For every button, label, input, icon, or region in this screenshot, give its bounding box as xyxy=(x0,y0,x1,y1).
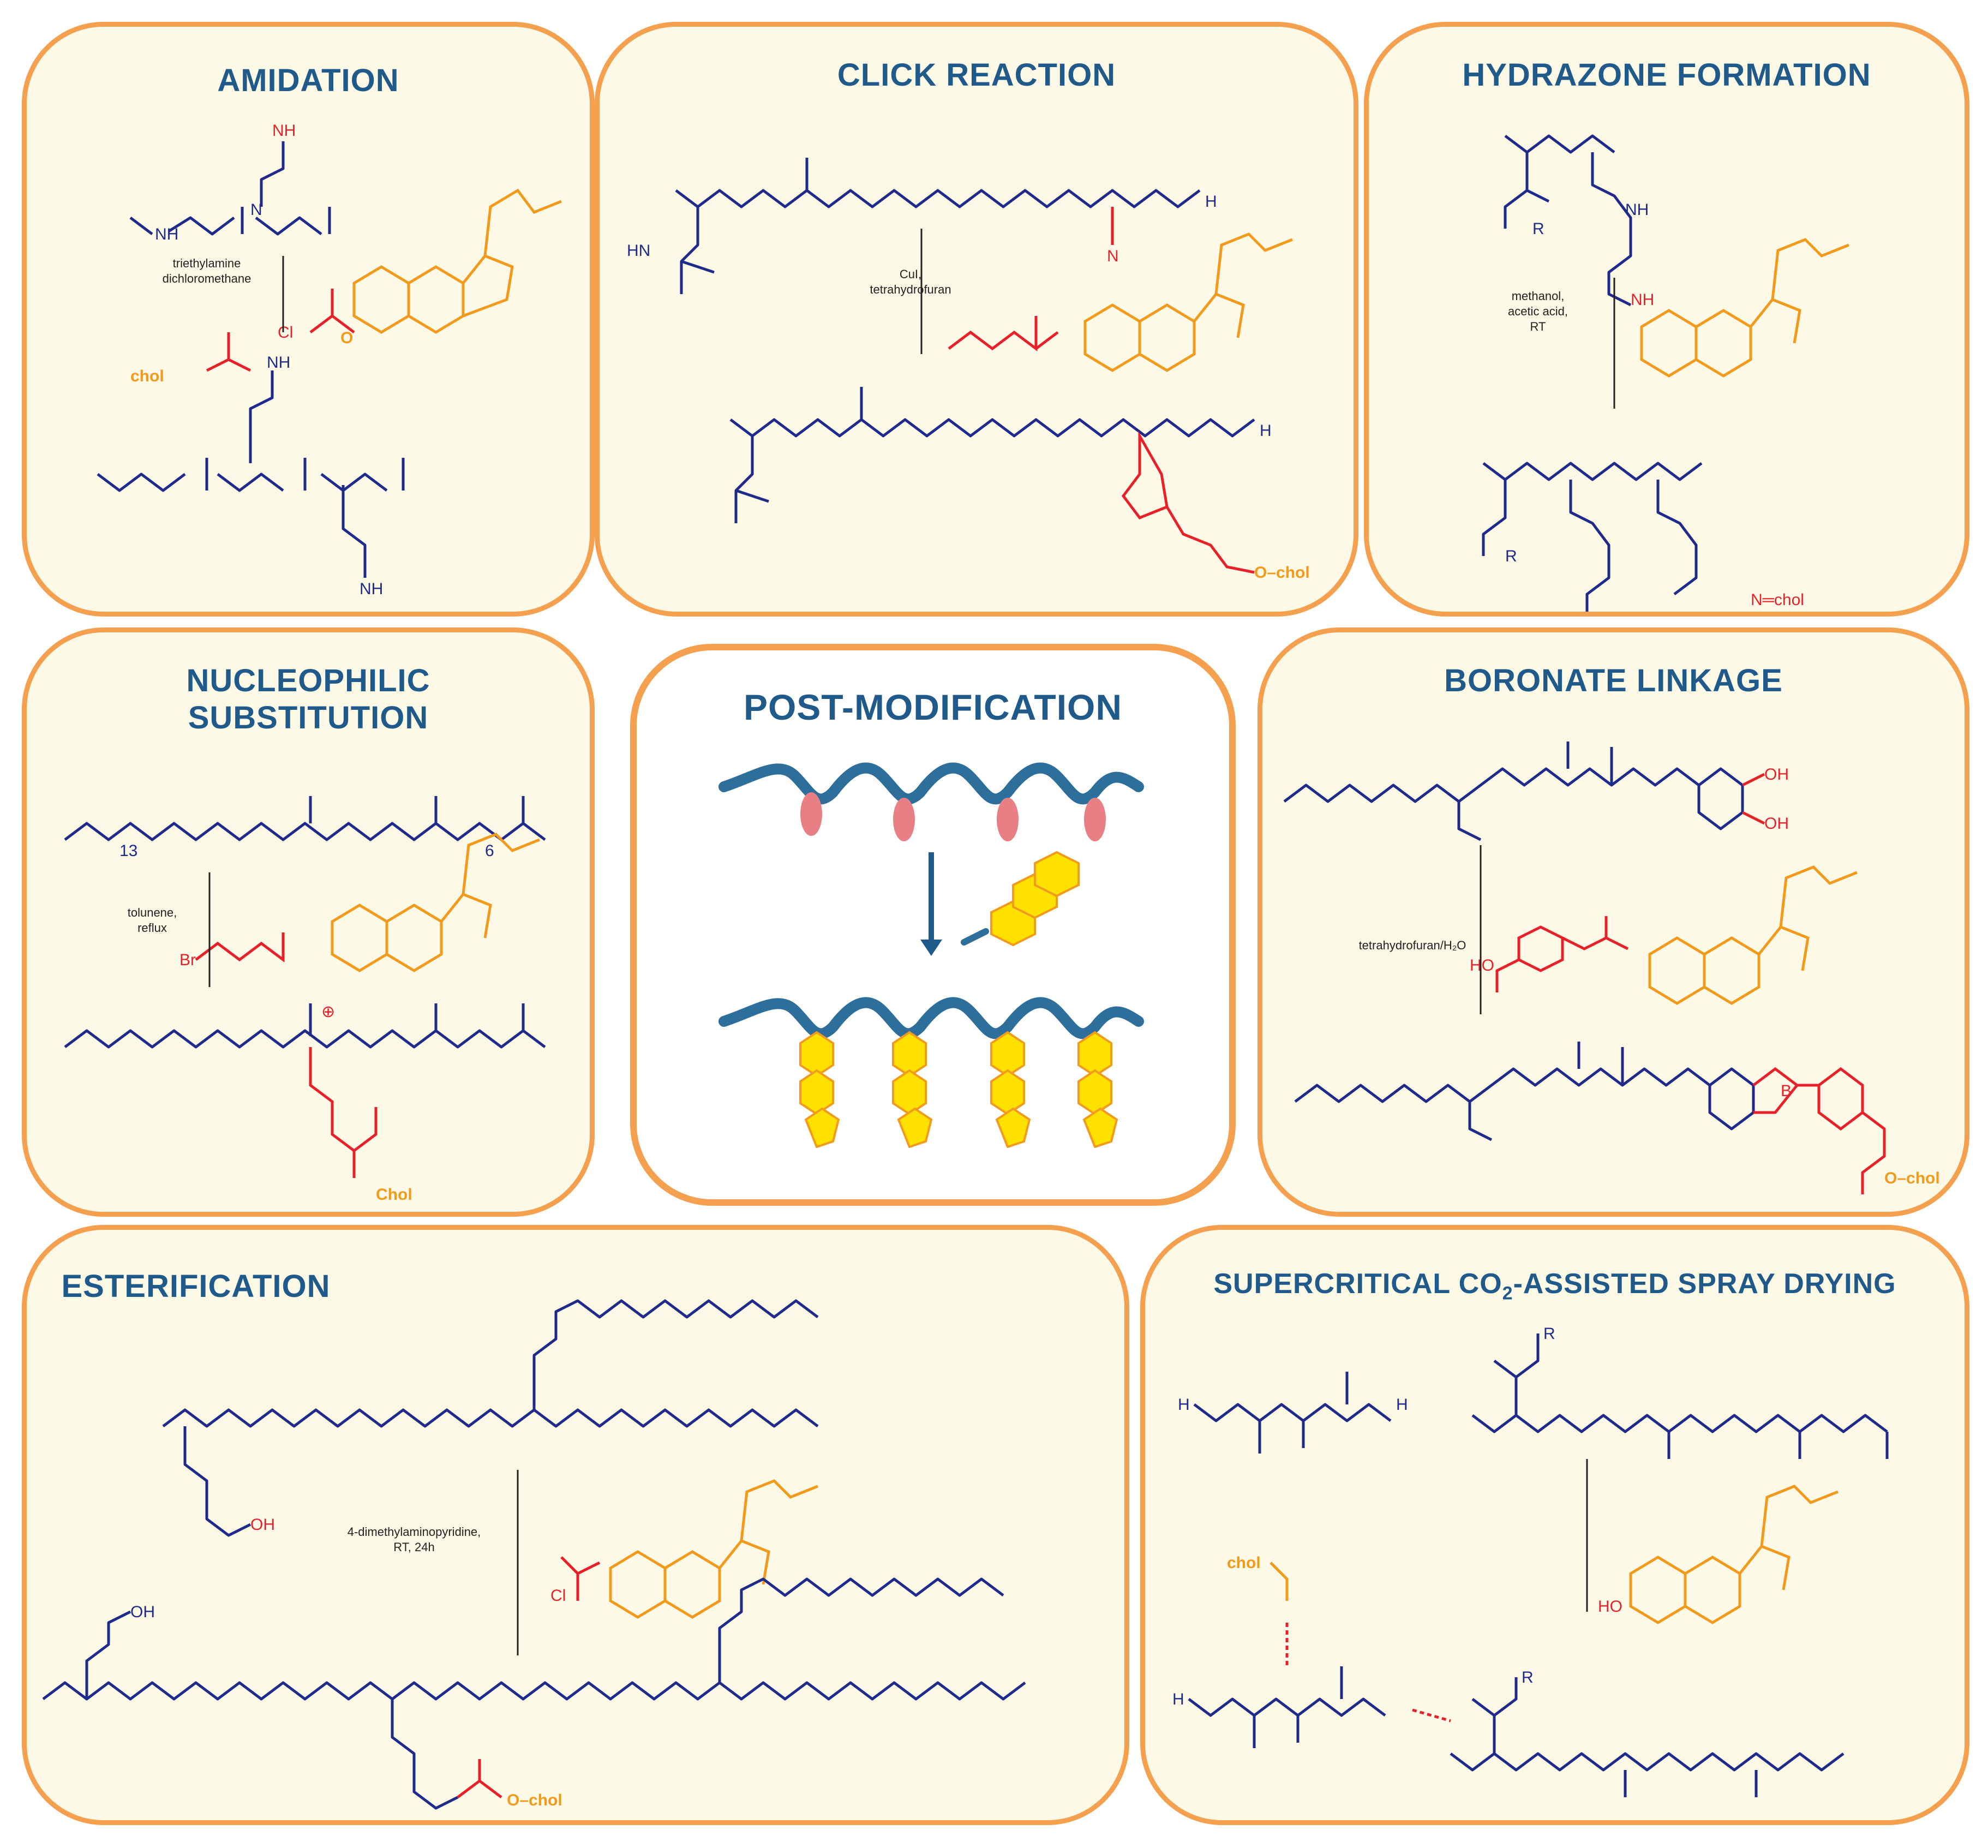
starting-polymer: NH N NH xyxy=(129,122,331,243)
oh-label: OH xyxy=(1764,765,1789,784)
product-polymer: chol NH NH xyxy=(97,332,405,598)
n-label: N xyxy=(250,201,262,219)
nh2-label: NH xyxy=(1631,291,1654,309)
h-label: H xyxy=(1178,1396,1190,1414)
o-label: O xyxy=(340,329,353,347)
h-label: H xyxy=(1205,193,1217,211)
chol-label: chol xyxy=(130,367,164,385)
cholesterol-structure: HO xyxy=(1598,1485,1839,1624)
hn-label: HN xyxy=(627,242,650,260)
nucleophilic-scheme: 13 6 Br ⊕ Chol xyxy=(64,796,546,1204)
oh-label-2: OH xyxy=(1764,815,1789,833)
panel-spray-drying: SUPERCRITICAL CO2-ASSISTED SPRAY DRYING … xyxy=(1140,1225,1969,1825)
steroid-icon xyxy=(961,851,1080,947)
nh2-label: NH xyxy=(272,122,296,140)
nh-label: NH xyxy=(267,354,290,372)
ho-label: HO xyxy=(1598,1598,1622,1616)
cl-label: Cl xyxy=(278,324,293,342)
panel-hydrazone-formation: HYDRAZONE FORMATION methanol,acetic acid… xyxy=(1364,22,1969,617)
oh-label: OH xyxy=(250,1516,275,1534)
r-label: R xyxy=(1505,547,1517,565)
n3-label: N xyxy=(1107,247,1119,265)
panel-title: POST-MODIFICATION xyxy=(743,687,1123,727)
nchol-label: N═chol xyxy=(1751,591,1804,609)
r-label: R xyxy=(1543,1325,1555,1343)
sub13-label: 13 xyxy=(119,842,137,860)
panel-title: SUPERCRITICAL CO2-ASSISTED SPRAY DRYING xyxy=(1213,1268,1896,1304)
ho-label: HO xyxy=(1470,956,1494,974)
boronate-scheme: OH OH HO B O–chol xyxy=(1283,741,1940,1194)
panel-esterification: ESTERIFICATION 4-dimethylaminopyridine,R… xyxy=(22,1225,1129,1825)
click-scheme: H HN N H O–chol xyxy=(627,158,1310,582)
panel-title: CLICK REACTION xyxy=(837,57,1116,93)
h-label-2: H xyxy=(1396,1396,1408,1414)
panel-title: ESTERIFICATION xyxy=(61,1269,331,1304)
nh-label: NH xyxy=(1625,201,1649,219)
r-label: R xyxy=(1532,220,1544,238)
panel-title: AMIDATION xyxy=(217,63,399,98)
h-label: H xyxy=(1260,422,1272,440)
chol-label: Chol xyxy=(376,1186,412,1204)
cholesteryl-alkyne xyxy=(948,232,1293,372)
oh-label-2: OH xyxy=(130,1603,155,1621)
panel-title: BORONATE LINKAGE xyxy=(1444,663,1783,698)
panel-click-reaction: CLICK REACTION CuI,tetrahydrofuran H HN … xyxy=(595,22,1358,617)
b-label: B xyxy=(1781,1082,1792,1100)
esterification-scheme: OH Cl OH O–chol xyxy=(42,1299,1026,1810)
nh-label: NH xyxy=(155,225,178,243)
ochol-label: O–chol xyxy=(1884,1169,1940,1187)
panel-title: HYDRAZONE FORMATION xyxy=(1462,57,1871,93)
reaction-condition: tetrahydrofuran/H₂O xyxy=(1358,938,1466,952)
boronic-acid-cholesterol: HO xyxy=(1470,865,1858,1005)
ochol-label: O–chol xyxy=(507,1791,562,1809)
panel-post-modification: POST-MODIFICATION xyxy=(630,644,1236,1206)
h-label-3: H xyxy=(1172,1690,1184,1708)
panel-boronate-linkage: BORONATE LINKAGE tetrahydrofuran/H₂O OH … xyxy=(1258,627,1969,1217)
cholesteryl-chloroformate: Cl O xyxy=(278,188,562,347)
chol-label: chol xyxy=(1227,1554,1261,1572)
amidation-scheme: NH N NH Cl O chol NH NH xyxy=(97,122,562,598)
r-label-2: R xyxy=(1522,1668,1534,1686)
reaction-condition: CuI,tetrahydrofuran xyxy=(870,267,951,296)
reaction-condition: 4-dimethylaminopyridine,RT, 24h xyxy=(347,1525,481,1554)
reaction-condition: tolunene,reflux xyxy=(127,906,177,935)
spray-drying-scheme: H H R HO chol H R xyxy=(1172,1325,1889,1797)
reaction-condition: methanol,acetic acid,RT xyxy=(1507,289,1568,333)
post-modification-illustration xyxy=(718,762,1144,1149)
steroid-chains xyxy=(799,1031,1118,1149)
cl-label: Cl xyxy=(550,1587,566,1605)
br-label: Br xyxy=(179,951,196,969)
ochol-label: O–chol xyxy=(1254,564,1310,582)
hydrazone-scheme: R NH NH R N═chol xyxy=(1482,134,1849,612)
nh2-label: NH xyxy=(360,580,383,598)
plus-label: ⊕ xyxy=(321,1003,335,1021)
sub6-label: 6 xyxy=(485,842,494,860)
